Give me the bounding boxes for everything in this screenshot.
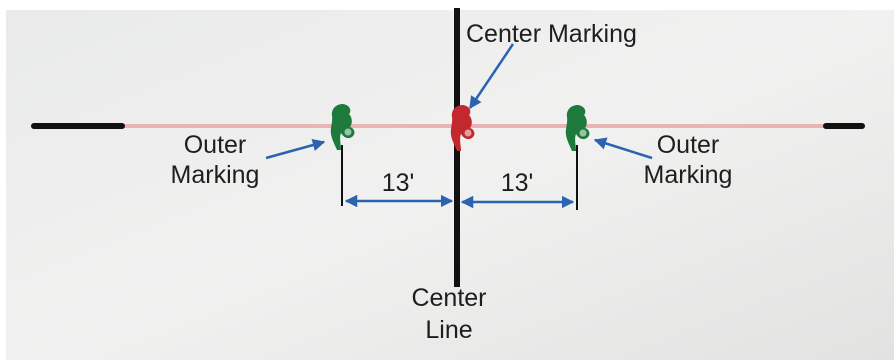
outer-marking-right-label-line1: Outer (657, 131, 720, 159)
center-line-label-line1: Center (411, 284, 486, 312)
center-line-label-line2: Line (425, 316, 472, 344)
distance-right-label: 13' (501, 169, 534, 197)
outer-marking-left-label-line2: Marking (171, 161, 260, 189)
outer-marking-left-arrow (265, 138, 326, 160)
outer-marking-right-label-line2: Marking (644, 161, 733, 189)
center-marking-arrow (468, 43, 515, 110)
left-border (0, 0, 6, 360)
center-marking-label: Center Marking (466, 20, 637, 48)
top-border (0, 0, 894, 10)
paper-background (6, 10, 894, 360)
outer-marking-left-label-line1: Outer (184, 131, 247, 159)
distance-left-label: 13' (382, 169, 415, 197)
outer-marking-right-arrow (593, 137, 653, 160)
